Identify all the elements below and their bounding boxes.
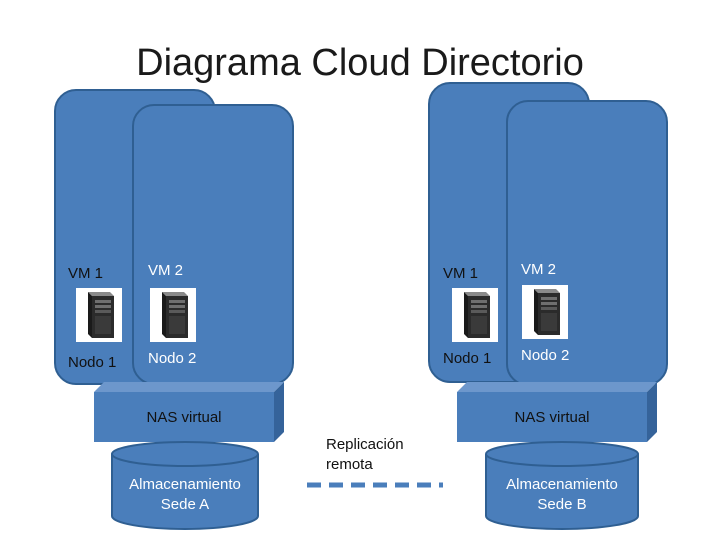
site-b-storage-label: Almacenamiento Sede B — [484, 475, 640, 515]
server-tower-icon — [150, 288, 196, 342]
site-b-storage-line1: Almacenamiento — [506, 476, 618, 493]
server-tower-icon — [522, 285, 568, 339]
server-tower-icon — [76, 288, 122, 342]
site-a-node2-label: Nodo 2 — [148, 350, 197, 367]
replication-label: Replicación remota — [326, 435, 404, 475]
site-b-nas-block — [457, 382, 657, 442]
site-a-vm2-label: VM 2 — [148, 262, 184, 279]
site-b-storage-line2: Sede B — [537, 496, 587, 513]
site-b-vm2-label: VM 2 — [521, 261, 557, 278]
site-a-storage-line2: Sede A — [160, 496, 210, 513]
site-a-nas-label: NAS virtual — [146, 409, 222, 426]
site-b-vm1-label: VM 1 — [443, 265, 479, 282]
replication-line2: remota — [326, 456, 373, 473]
replication-line1: Replicación — [326, 436, 404, 453]
site-b-storage-cylinder — [485, 441, 639, 530]
replication-dashed-line — [307, 482, 443, 488]
site-a-storage-line1: Almacenamiento — [129, 476, 241, 493]
server-tower-icon — [452, 288, 498, 342]
site-b-vm2-box — [506, 100, 668, 386]
site-a-vm2-box — [132, 104, 294, 385]
site-b-node2-label: Nodo 2 — [521, 347, 570, 364]
site-b-node1-label: Nodo 1 — [443, 350, 492, 367]
site-b-nas-label: NAS virtual — [514, 409, 590, 426]
diagram-title: Diagrama Cloud Directorio — [136, 42, 584, 84]
site-a-storage-label: Almacenamiento Sede A — [110, 475, 260, 515]
site-a-node1-label: Nodo 1 — [68, 354, 117, 371]
site-a-vm1-label: VM 1 — [68, 265, 104, 282]
site-a-nas-block — [94, 382, 284, 442]
site-a-storage-cylinder — [111, 441, 259, 530]
